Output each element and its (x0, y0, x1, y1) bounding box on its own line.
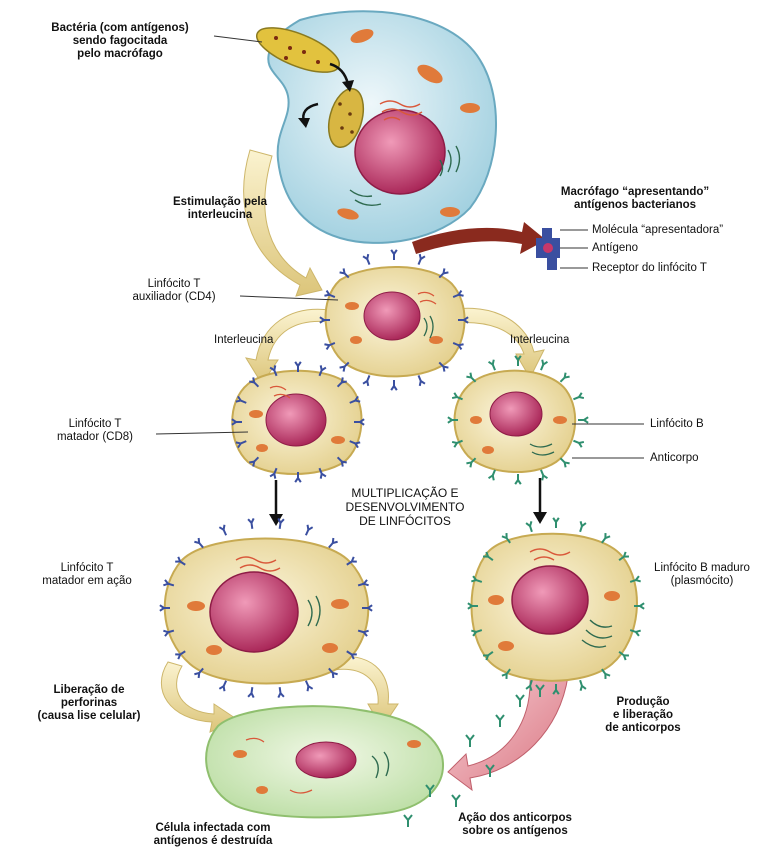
label-antibody: Anticorpo (650, 452, 699, 465)
antibody (404, 815, 412, 827)
antibody (526, 680, 532, 691)
receptor (363, 375, 369, 385)
antibody (573, 393, 583, 399)
label-perforin: Liberação deperforinas(causa lise celula… (14, 684, 164, 723)
receptor (391, 380, 397, 390)
label-plasma-cell: Linfócito B maduro(plasmócito) (640, 562, 764, 588)
label-antigen: Antígeno (592, 242, 638, 255)
receptor (219, 681, 226, 691)
label-interleukin-right: Interleucina (510, 334, 569, 347)
antibody (516, 695, 524, 707)
antibody (489, 360, 495, 370)
antibody (496, 715, 504, 727)
antibody (553, 518, 559, 528)
b-cell (455, 371, 576, 472)
label-macrophage-presenting: Macrófago “apresentando”antígenos bacter… (540, 186, 730, 212)
antibody (526, 521, 532, 532)
receptor (278, 518, 284, 528)
killer-t-cell (232, 371, 361, 474)
antibody (560, 373, 569, 382)
antibody (602, 533, 610, 543)
antibody (573, 441, 583, 447)
label-multiplication: MULTIPLICAÇÃO EDESENVOLVIMENTODE LINFÓCI… (330, 486, 480, 528)
receptor (306, 525, 313, 535)
receptor (363, 254, 369, 264)
receptor (248, 518, 254, 528)
receptor (194, 538, 203, 548)
label-t-receptor: Receptor do linfócito T (592, 262, 707, 275)
label-interleukin-left: Interleucina (214, 334, 273, 347)
receptor (306, 681, 313, 691)
antibody (452, 795, 460, 807)
receptor (418, 375, 424, 385)
receptor (278, 687, 284, 697)
receptor (418, 254, 424, 264)
antibody (602, 669, 610, 679)
antibody (541, 360, 547, 370)
antibody (515, 474, 521, 484)
receptor (391, 250, 397, 260)
receptor (340, 268, 349, 277)
antibody (489, 470, 495, 480)
receptor (329, 538, 338, 548)
label-b-cell: Linfócito B (650, 418, 704, 431)
receptor (219, 525, 226, 535)
antibody (580, 680, 586, 691)
receptor (248, 687, 254, 697)
antibody (466, 373, 475, 382)
label-infected-cell: Célula infectada comantígenos é destruíd… (118, 822, 308, 848)
antibody (578, 417, 588, 423)
antibody (541, 470, 547, 480)
antibody (560, 458, 569, 467)
antibody (466, 735, 474, 747)
label-antibody-action: Ação dos anticorpossobre os antígenos (430, 812, 600, 838)
killer-t-cell-action (165, 539, 368, 684)
antibody (580, 521, 586, 532)
label-presenting-molecule: Molécula “apresentadora” (592, 224, 723, 237)
infected-cell (206, 706, 443, 817)
helper-t-cell (326, 267, 465, 376)
label-bacteria: Bactéria (com antígenos)sendo fagocitada… (22, 22, 218, 61)
antibody-release-arrow (448, 676, 568, 790)
plasma-cell (472, 534, 637, 681)
receptor (439, 268, 448, 277)
presenting-molecule-diagram (536, 228, 588, 270)
